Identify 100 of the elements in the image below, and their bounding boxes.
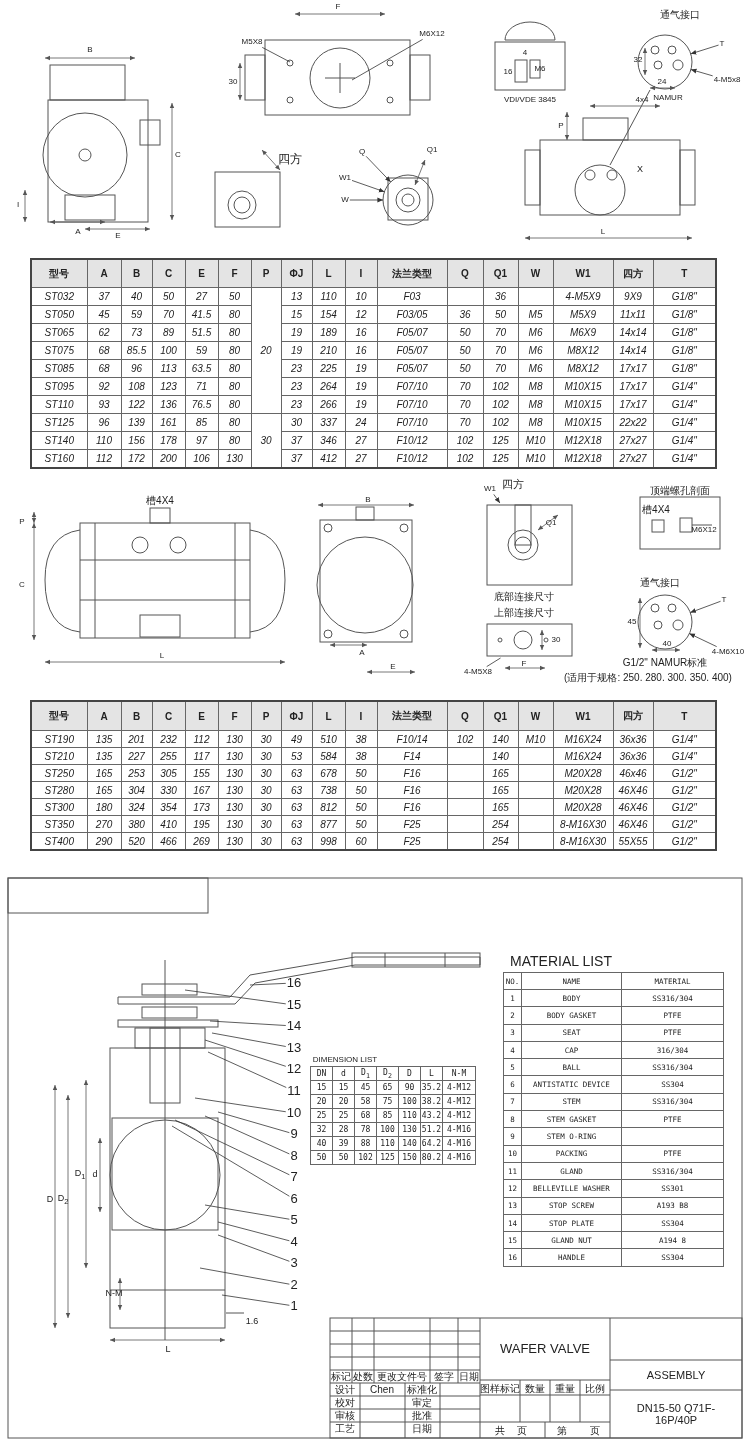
table-value: 130 <box>398 1122 421 1137</box>
table-value: 53 <box>281 747 312 765</box>
table-value: 36x36 <box>613 747 653 765</box>
table-value: 178 <box>152 431 185 450</box>
leader-line <box>171 1125 290 1197</box>
column-header: 法兰类型 <box>377 259 447 288</box>
table-value: 25 <box>310 1108 333 1123</box>
column-header: ΦJ <box>281 701 312 731</box>
table-value: 201 <box>121 730 152 748</box>
dimension-label: N-M <box>105 1289 123 1299</box>
dimension-label: D$_{2}$ <box>57 1194 69 1206</box>
table-value: F07/10 <box>377 377 447 396</box>
column-header: D$_{2}$ <box>376 1066 399 1081</box>
dimension-label: F <box>521 659 527 669</box>
table-value: 97 <box>185 431 218 450</box>
callout-label: M6X12 <box>419 29 445 39</box>
table-value: F16 <box>377 781 447 799</box>
callout-number: 11 <box>287 1083 301 1099</box>
table-value: 17x17 <box>613 359 653 378</box>
dimension-label: 顶端螺孔剖面 <box>650 484 710 496</box>
dimension-label: 45 <box>627 617 637 627</box>
table-value: 102 <box>447 730 483 748</box>
dimension-label: 4x4 <box>635 95 649 105</box>
leader-line <box>486 657 501 667</box>
column-header: 四方 <box>613 701 653 731</box>
title-block-text: ASSEMBLY <box>646 1368 706 1382</box>
table-value: 68 <box>87 341 121 360</box>
table-value: 50 <box>332 1150 355 1165</box>
dimension-label: (适用于规格: 250. 280. 300. 350. 400) <box>564 671 732 683</box>
title-block-text: 批准 <box>412 1409 432 1421</box>
column-header: D$_{1}$ <box>354 1066 377 1081</box>
table-value: M16X24 <box>553 747 613 765</box>
table-value: 122 <box>121 395 152 414</box>
model-number: ST032 <box>31 287 87 306</box>
leader-line <box>207 1051 287 1088</box>
column-header: 型号 <box>31 701 87 731</box>
dimension-label: 24 <box>657 77 667 87</box>
callout-number: 8 <box>290 1148 298 1164</box>
table-value: 102 <box>447 431 483 450</box>
table-value: 15 <box>332 1080 355 1095</box>
table-value: 510 <box>312 730 345 748</box>
callout-label: W1 <box>339 173 351 183</box>
table-value: 73 <box>121 323 152 342</box>
column-header: ΦJ <box>281 259 312 288</box>
dimension-label: E <box>115 231 121 241</box>
leader-line <box>217 1234 290 1262</box>
table-value: 50 <box>310 1150 333 1165</box>
table-value: 63.5 <box>185 359 218 378</box>
callout-number: 10 <box>286 1105 302 1121</box>
table-value: 812 <box>312 798 345 816</box>
standard-label: NAMUR <box>653 93 683 103</box>
table-value: 15 <box>281 305 312 324</box>
callout-number: 4 <box>290 1234 298 1250</box>
table-value: 270 <box>87 815 121 833</box>
dimension-label: 16 <box>503 67 513 77</box>
table-value: 36 <box>447 305 483 324</box>
table-value: 139 <box>121 413 152 432</box>
table-value: F03 <box>377 287 447 306</box>
table-value: 38 <box>345 730 377 748</box>
table-value: 23 <box>281 395 312 414</box>
table-value: 17x17 <box>613 395 653 414</box>
title-block-text: Chen <box>370 1383 394 1395</box>
table-value: 50 <box>483 305 518 324</box>
column-header: E <box>185 701 218 731</box>
table-value: 113 <box>152 359 185 378</box>
table-value: 30 <box>251 730 281 748</box>
title-block-text: 重量 <box>555 1382 575 1394</box>
table-value: 255 <box>152 747 185 765</box>
column-header: DN <box>310 1066 333 1081</box>
table-value: 90 <box>398 1080 421 1095</box>
callout-number: 12 <box>286 1061 302 1077</box>
table-value: 13 <box>281 287 312 306</box>
column-header: Q1 <box>483 259 518 288</box>
dimension-label: 四方 <box>278 153 302 167</box>
dimension-label: 上部连接尺寸 <box>494 606 554 618</box>
table-value: F16 <box>377 798 447 816</box>
table-value: 337 <box>312 413 345 432</box>
table-value: 22x22 <box>613 413 653 432</box>
column-header: I <box>345 259 377 288</box>
table-value: 324 <box>121 798 152 816</box>
table-value: M6 <box>518 341 553 360</box>
table-value: M20X28 <box>553 798 613 816</box>
table-value: 96 <box>121 359 152 378</box>
dimension-label: 4 <box>522 48 528 58</box>
dimension-label: B <box>87 45 93 55</box>
dimension-label: 30 <box>228 77 238 87</box>
vent-port-face <box>637 594 693 650</box>
table-value: M10 <box>518 431 553 450</box>
leader-line <box>184 989 287 1005</box>
leader-line <box>209 1020 287 1026</box>
table-value: 70 <box>152 305 185 324</box>
table-value: M8X12 <box>553 341 613 360</box>
column-header: W1 <box>553 701 613 731</box>
table-value: 63 <box>281 815 312 833</box>
table-value: M10X15 <box>553 395 613 414</box>
table-value: 76.5 <box>185 395 218 414</box>
table-value: 100 <box>152 341 185 360</box>
column-header: d <box>332 1066 355 1081</box>
column-header: F <box>218 701 251 731</box>
callout-number: 6 <box>290 1191 298 1207</box>
